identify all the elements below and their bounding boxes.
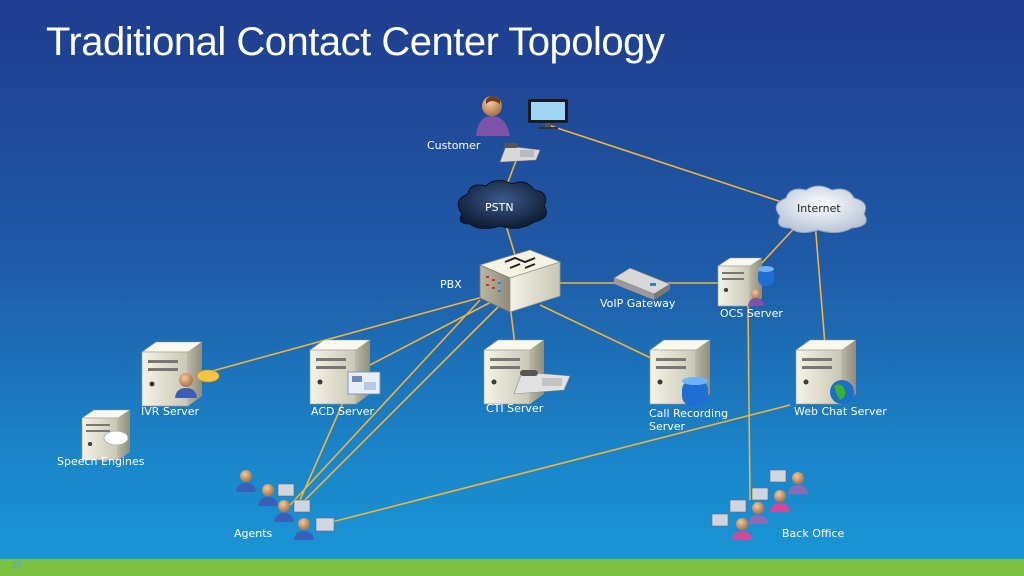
ivr-server-icon xyxy=(141,341,220,407)
link-pbx-agents-2 xyxy=(289,299,481,506)
customer-label: Customer xyxy=(427,139,481,152)
connection-lines xyxy=(204,124,826,526)
web-chat-server-label: Web Chat Server xyxy=(794,405,887,418)
back-office-label: Back Office xyxy=(782,527,845,540)
ocs-server-icon xyxy=(717,257,774,307)
pstn-label: PSTN xyxy=(485,201,514,214)
pbx-switch-icon xyxy=(478,249,562,313)
back-office-group-icon xyxy=(711,469,808,540)
ocs-server-label: OCS Server xyxy=(720,307,783,320)
slide-title: Traditional Contact Center Topology xyxy=(46,20,665,64)
cti-server-icon xyxy=(483,339,571,405)
internet-label: Internet xyxy=(797,202,841,215)
link-ocs-backoffice xyxy=(747,304,751,501)
ivr-server-label: IVR Server xyxy=(141,405,199,418)
link-pbx-recording xyxy=(539,304,656,361)
link-internet-webchat xyxy=(814,221,826,346)
agents-group-icon xyxy=(236,470,335,540)
link-pbx-ivr xyxy=(204,294,491,374)
monitor-icon xyxy=(528,99,568,129)
link-pbx-acd xyxy=(369,299,496,366)
desk-phone-icon xyxy=(499,143,541,163)
voip-gateway-label: VoIP Gateway xyxy=(600,297,676,310)
call-recording-server-label: Call Recording Server xyxy=(649,407,729,433)
link-webchat-agents xyxy=(319,404,791,526)
link-acd-agents xyxy=(299,397,346,501)
agents-label: Agents xyxy=(234,527,273,540)
speech-engines-server-icon xyxy=(81,409,131,461)
web-chat-server-icon xyxy=(795,339,857,405)
cti-server-label: CTI Server xyxy=(486,402,544,415)
pbx-label: PBX xyxy=(440,278,462,291)
customer-icon xyxy=(476,96,510,136)
speech-engines-label: Speech Engines xyxy=(57,455,145,468)
link-pbx-agents xyxy=(294,304,501,511)
page-number: 25 xyxy=(12,560,23,570)
acd-server-label: ACD Server xyxy=(311,405,375,418)
acd-server-icon xyxy=(309,339,381,405)
call-recording-server-icon xyxy=(649,339,711,406)
pstn-cloud-icon xyxy=(457,180,547,230)
link-customer-internet xyxy=(547,124,801,209)
voip-gateway-icon xyxy=(613,267,671,300)
internet-cloud-icon xyxy=(775,185,867,234)
footer-bar xyxy=(0,559,1024,576)
